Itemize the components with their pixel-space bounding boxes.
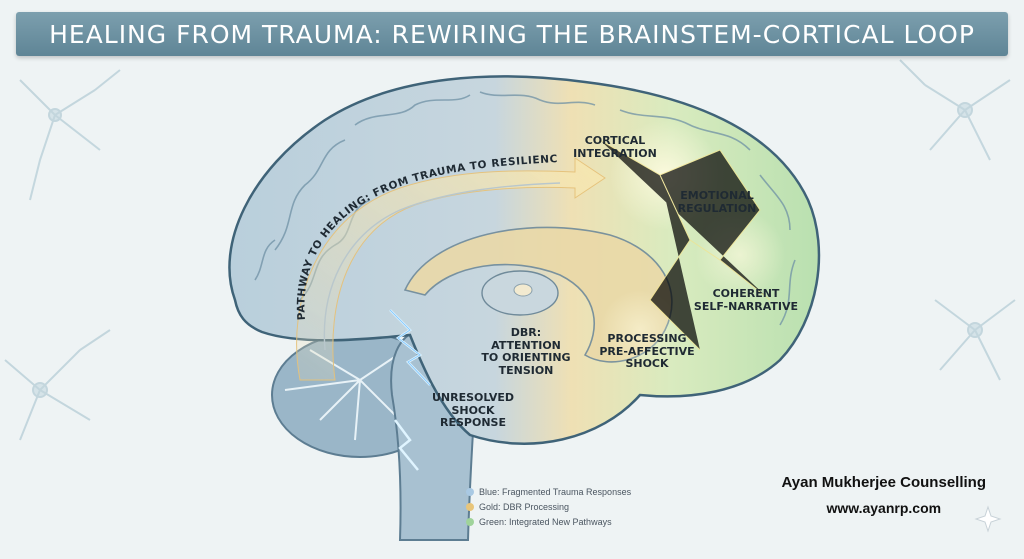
neuron-decoration-right	[899, 59, 1016, 381]
legend-swatch	[466, 517, 474, 526]
brand-url[interactable]: www.ayanrp.com	[826, 500, 942, 516]
dna-chain	[323, 182, 561, 351]
label-cortical-integration: CORTICAL INTEGRATION	[573, 134, 657, 160]
legend: Blue: Fragmented Trauma Responses Gold: …	[466, 484, 631, 529]
label-processing-shock: PROCESSING PRE-AFFECTIVE SHOCK	[599, 332, 695, 371]
cerebellum-folds	[284, 349, 406, 441]
legend-swatch	[466, 487, 474, 496]
brand-name: Ayan Mukherjee Counselling	[781, 474, 987, 491]
brand-block: Ayan Mukherjee Counselling www.ayanrp.co…	[782, 474, 987, 516]
legend-item: Green: Integrated New Pathways	[466, 514, 631, 529]
label-coherent-self-narrative: COHERENT SELF-NARRATIVE	[693, 287, 799, 313]
label-unresolved-shock: UNRESOLVED SHOCK RESPONSE	[431, 391, 515, 430]
legend-item: Blue: Fragmented Trauma Responses	[466, 484, 631, 499]
neuron-decoration-left	[4, 69, 121, 441]
label-emotional-regulation: EMOTIONAL REGULATION	[677, 189, 757, 215]
pathway-arrow	[296, 157, 606, 381]
neural-network-lines	[599, 139, 771, 351]
sparkle-icon	[974, 505, 1002, 533]
legend-item: Gold: DBR Processing	[466, 499, 631, 514]
label-dbr-attention: DBR: ATTENTION TO ORIENTING TENSION	[481, 326, 571, 377]
page-title: HEALING FROM TRAUMA: REWIRING THE BRAINS…	[16, 12, 1008, 56]
legend-swatch	[466, 502, 474, 511]
